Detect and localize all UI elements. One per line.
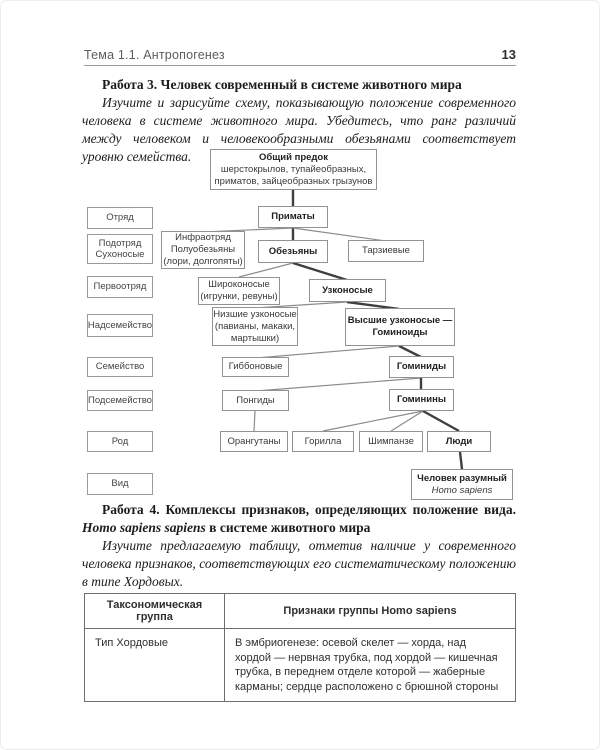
node-line: Homo sapiens [431,484,493,496]
connector-line [255,345,400,359]
node-common-ancestor: Общий предок шерстокрылов, тупайеобразны… [210,149,377,190]
node-line: Человек разумный [417,472,507,484]
node-orangutans: Орангутаны [220,431,288,452]
node-hominoids: Высшие узконосые — Гоминоиды [345,308,455,346]
rank-label-text: Сухоносые [95,249,145,260]
node-line: приматов, зайцеобразных грызунов [214,175,373,187]
work3-section: Работа 3. Человек современный в системе … [82,76,516,166]
node-title: Узконосые [322,284,373,296]
node-humans: Люди [427,431,491,452]
rank-label-order: Отряд [87,207,153,229]
node-title: Люди [445,435,473,447]
node-line: мартышки) [230,332,280,344]
work4-title-prefix: Работа 4. Комплексы признаков, определяю… [102,502,516,517]
rank-label-family: Семейство [87,357,153,377]
node-hominids: Гоминиды [389,356,454,378]
connector-line [458,451,464,470]
node-title: Тарзиевые [362,245,410,256]
header-page-number: 13 [501,47,516,62]
node-pongids: Понгиды [222,390,289,411]
connector-line [322,410,424,432]
rank-label-text: Вид [111,478,129,490]
rank-label-parvorder: Первоотряд [87,276,153,298]
node-line: Инфраотряд [175,232,231,243]
traits-table: Таксономическая группа Признаки группы H… [84,593,516,702]
connector-line [346,300,400,311]
rank-label-suborder: Подотряд Сухоносые [87,234,153,264]
page-header: Тема 1.1. Антропогенез 13 [84,40,516,66]
work3-intro: Изучите и зарисуйте схему, показывающую … [82,95,516,164]
rank-label-text: Подотряд [98,237,142,249]
node-line: (павианы, макаки, [214,320,296,332]
node-title: Обезьяны [268,245,318,257]
node-title: Гоминины [397,394,446,405]
table-cell-group: Тип Хордовые [84,628,225,702]
node-title: Общий предок [258,151,328,163]
node-line: Гоминоиды [372,327,428,338]
rank-label-subfamily: Подсемейство [87,390,153,411]
work4-section: Работа 4. Комплексы признаков, определяю… [82,501,516,591]
rank-label-species: Вид [87,473,153,495]
table-header-row: Таксономическая группа Признаки группы H… [84,593,516,629]
rank-label-genus: Род [87,431,153,452]
node-tarsiers: Тарзиевые [348,240,424,262]
rank-label-text: Первоотряд [93,281,147,293]
connector-line [253,410,256,432]
rank-label-superfamily: Надсемейство [87,314,153,337]
connector-line [292,261,348,282]
node-lower-catarrhines: Низшие узконосые (павианы, макаки, марты… [212,307,298,346]
node-line: Полуобезьяны [170,244,236,255]
node-line: Широконосые [208,279,270,290]
node-catarrhines: Узконосые [309,279,386,302]
work4-intro: Изучите предлагаемую таблицу, отметив на… [82,538,516,589]
node-gorilla: Горилла [292,431,354,452]
node-line: (игрунки, ревуны) [200,291,278,302]
work4-title-suffix: в системе животного мира [205,520,371,535]
connector-line [238,262,294,278]
connector-line [390,410,424,432]
work3-title: Работа 3. Человек современный в системе … [102,77,462,92]
node-line: Высшие узконосые — [347,315,453,326]
connector-line [292,227,387,242]
table-header-taxonomic-group: Таксономическая группа [84,593,225,629]
node-title: Горилла [304,435,342,447]
connector-line [255,377,422,392]
rank-label-text: Подсемейство [88,394,152,406]
rank-label-text: Семейство [95,361,145,373]
node-hominins: Гоминины [389,389,454,411]
node-chimpanzee: Шимпанзе [359,431,423,452]
connector-line [398,344,422,359]
work4-title-species: Homo sapiens sapiens [82,520,206,535]
rank-label-text: Надсемейство [87,319,153,331]
node-title: Шимпанзе [368,435,414,447]
node-platyrrhines: Широконосые (игрунки, ревуны) [198,277,280,305]
header-topic: Тема 1.1. Антропогенез [84,48,225,62]
rank-label-text: Род [111,435,129,447]
table-cell-traits: В эмбриогенезе: осевой скелет — хорда, н… [224,628,516,702]
node-infraorder-prosimians: Инфраотряд Полуобезьяны (лори, долгопяты… [161,231,245,269]
node-line: (лори, долгопяты) [163,256,243,267]
table-row: Тип Хордовые В эмбриогенезе: осевой скел… [84,628,516,702]
node-title: Понгиды [236,394,275,406]
connector-line [422,409,460,433]
node-title: Приматы [271,211,315,222]
node-homo-sapiens: Человек разумный Homo sapiens [411,469,513,500]
node-line: Низшие узконосые [213,308,297,320]
node-monkeys: Обезьяны [258,240,328,263]
node-primates: Приматы [258,206,328,228]
node-title: Орангутаны [227,435,281,447]
table-header-traits: Признаки группы Homo sapiens [224,593,516,629]
rank-label-text: Отряд [106,212,134,224]
node-title: Гиббоновые [228,361,283,372]
work4-title: Работа 4. Комплексы признаков, определяю… [82,501,516,537]
node-line: шерстокрылов, тупайеобразных, [220,163,367,175]
node-title: Гоминиды [396,361,447,372]
node-gibbons: Гиббоновые [222,357,289,377]
